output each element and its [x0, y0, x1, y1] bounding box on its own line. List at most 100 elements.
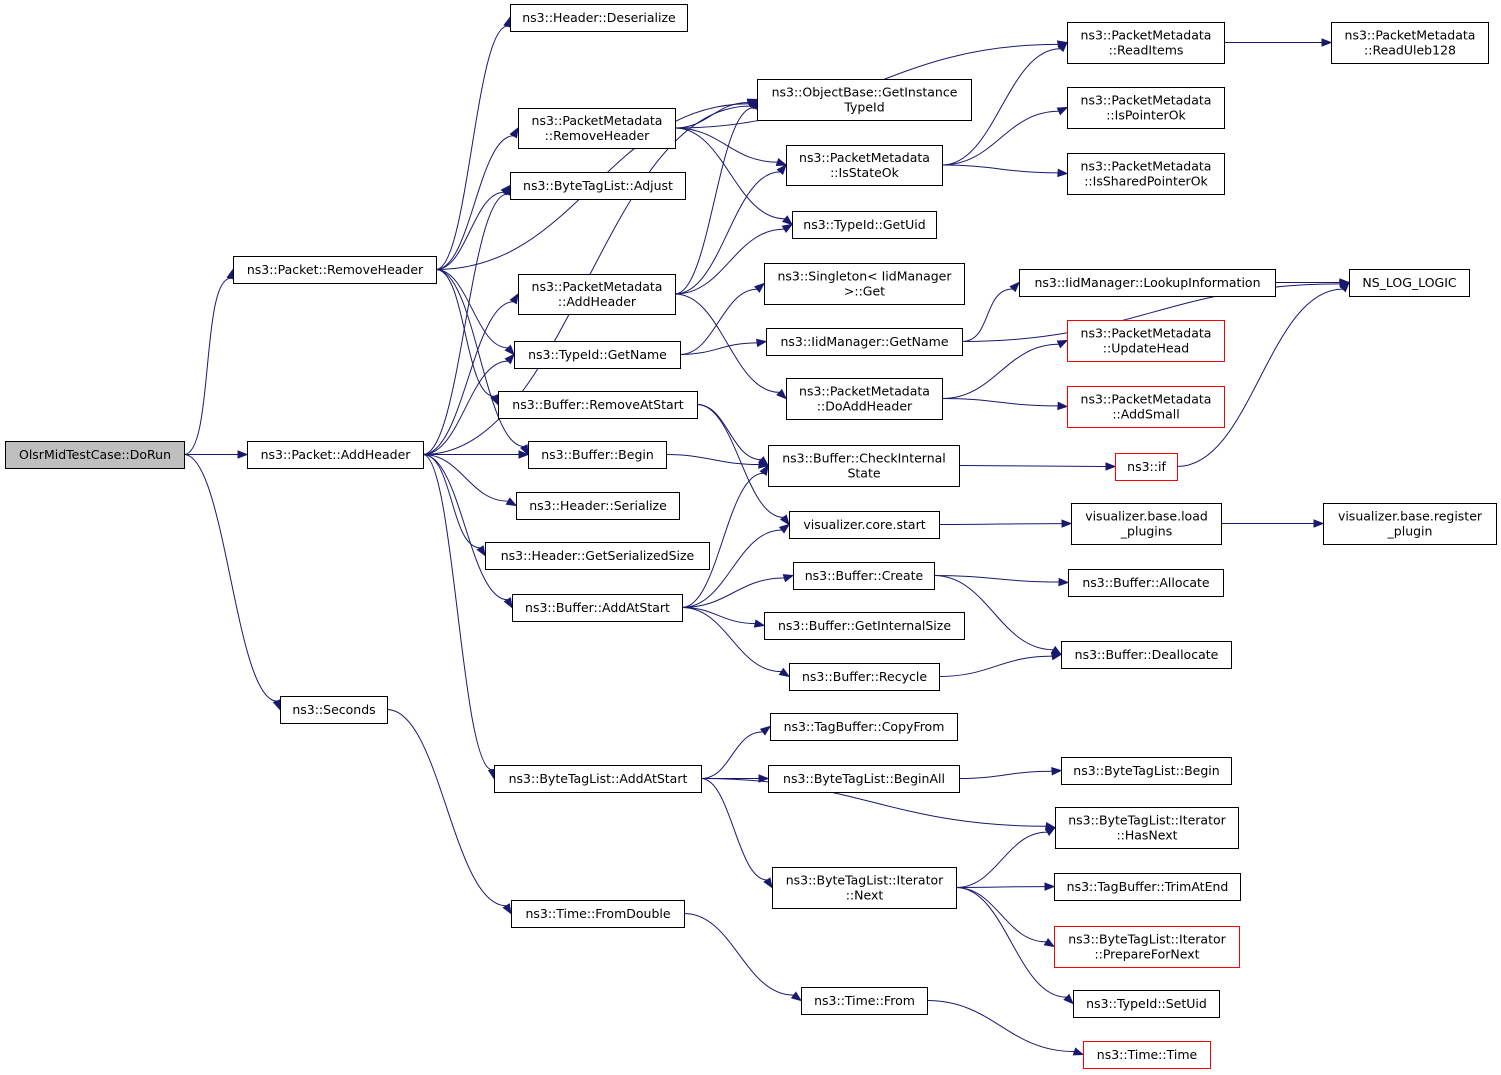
edge-pm_isstateok-to-pm_issharedptrok: [941, 164, 1069, 178]
node-hdr_deser[interactable]: ns3::Header::Deserialize: [510, 4, 688, 32]
node-box: [1083, 1041, 1211, 1069]
edge-pm_add-to-ob_getinst: [674, 98, 758, 295]
node-pm_readitems[interactable]: ns3::PacketMetadata::ReadItems: [1067, 22, 1225, 64]
node-vis_start[interactable]: visualizer.core.start: [789, 511, 940, 539]
arrow-head-icon: [505, 497, 518, 507]
node-box: [1115, 453, 1178, 481]
edge-pm_remove-to-pm_isstateok: [674, 127, 788, 167]
node-vis_register[interactable]: visualizer.base.register_plugin: [1323, 503, 1497, 545]
node-buf_removeatstart[interactable]: ns3::Buffer::RemoveAtStart: [498, 391, 698, 419]
arrow-head-icon: [1057, 168, 1069, 178]
node-label: ns3::Time::FromDouble: [525, 906, 670, 921]
arrow-head-icon: [1057, 41, 1068, 53]
node-btl_adjust[interactable]: ns3::ByteTagList::Adjust: [510, 172, 686, 200]
edge-line: [386, 709, 507, 907]
node-removeheader[interactable]: ns3::Packet::RemoveHeader: [233, 256, 437, 284]
node-vis_loadplugins[interactable]: visualizer.base.load_plugins: [1071, 503, 1222, 545]
edge-line: [665, 454, 760, 466]
node-tid_getname[interactable]: ns3::TypeId::GetName: [514, 341, 681, 369]
edge-line: [700, 778, 1047, 827]
edge-pm_doadd-to-pm_addsmall: [941, 398, 1069, 411]
edge-removeheader-to-pm_remove: [435, 126, 519, 270]
node-addheader[interactable]: ns3::Packet::AddHeader: [247, 441, 424, 469]
node-label: ns3::PacketMetadata: [532, 279, 663, 294]
node-box: [485, 542, 710, 570]
edge-line: [941, 164, 1059, 174]
arrow-head-icon: [1009, 281, 1020, 293]
node-hdr_getsize[interactable]: ns3::Header::GetSerializedSize: [485, 542, 710, 570]
edge-btl_beginall-to-btl_begin: [958, 767, 1063, 779]
arrow-head-icon: [1061, 519, 1073, 528]
node-ns_log_logic[interactable]: NS_LOG_LOGIC: [1349, 269, 1470, 297]
node-tb_copyfrom[interactable]: ns3::TagBuffer::CopyFrom: [770, 713, 958, 741]
node-box: [498, 391, 698, 419]
node-btl_beginall[interactable]: ns3::ByteTagList::BeginAll: [768, 765, 960, 793]
node-time_time[interactable]: ns3::Time::Time: [1083, 1041, 1211, 1069]
edge-line: [681, 577, 785, 608]
node-label: ns3::ByteTagList::AddAtStart: [509, 771, 688, 786]
node-buf_recycle[interactable]: ns3::Buffer::Recycle: [789, 663, 940, 691]
edge-addheader-to-hdr_serialize: [422, 454, 518, 507]
node-pm_isstateok[interactable]: ns3::PacketMetadata::IsStateOk: [786, 145, 943, 186]
arrow-head-icon: [778, 667, 791, 678]
node-label: _plugins: [1120, 524, 1172, 539]
node-buf_begin[interactable]: ns3::Buffer::Begin: [528, 441, 667, 469]
node-pm_add[interactable]: ns3::PacketMetadata::AddHeader: [518, 274, 676, 315]
node-buf_addatstart[interactable]: ns3::Buffer::AddAtStart: [512, 594, 683, 622]
node-dorun[interactable]: OlsrMidTestCase::DoRun: [5, 441, 185, 469]
node-label: >::Get: [844, 284, 885, 299]
arrow-head-icon: [759, 725, 772, 736]
node-label: ns3::IidManager::LookupInformation: [1034, 275, 1260, 290]
node-btl_it_prepare[interactable]: ns3::ByteTagList::Iterator::PrepareForNe…: [1054, 926, 1240, 968]
node-btl_begin[interactable]: ns3::ByteTagList::Begin: [1061, 757, 1232, 785]
arrow-head-icon: [503, 597, 513, 609]
node-btl_it_hasnext[interactable]: ns3::ByteTagList::Iterator::HasNext: [1055, 807, 1239, 849]
node-buf_allocate[interactable]: ns3::Buffer::Allocate: [1068, 569, 1224, 597]
node-time_from[interactable]: ns3::Time::From: [801, 987, 928, 1015]
node-time_fromdouble[interactable]: ns3::Time::FromDouble: [511, 900, 685, 928]
node-pm_remove[interactable]: ns3::PacketMetadata::RemoveHeader: [518, 108, 676, 149]
node-btl_it_next[interactable]: ns3::ByteTagList::Iterator::Next: [772, 867, 957, 909]
edge-line: [1176, 288, 1343, 467]
node-box: [518, 108, 676, 149]
edge-addheader-to-btl_addatstart: [422, 454, 497, 780]
arrow-head-icon: [509, 292, 519, 305]
node-box: [772, 867, 957, 909]
node-seconds[interactable]: ns3::Seconds: [280, 696, 388, 724]
node-pm_readuleb[interactable]: ns3::PacketMetadata::ReadUleb128: [1331, 22, 1489, 64]
node-buf_getinternalsize[interactable]: ns3::Buffer::GetInternalSize: [764, 612, 965, 640]
edge-line: [700, 731, 763, 779]
edge-ns3_if-to-ns_log_logic: [1176, 281, 1350, 467]
edge-seconds-to-time_fromdouble: [386, 709, 512, 915]
arrow-head-icon: [1321, 38, 1333, 47]
node-hdr_serialize[interactable]: ns3::Header::Serialize: [516, 492, 680, 520]
node-btl_addatstart[interactable]: ns3::ByteTagList::AddAtStart: [494, 765, 702, 793]
node-box: [1054, 926, 1240, 968]
arrow-head-icon: [753, 619, 766, 628]
node-pm_doadd[interactable]: ns3::PacketMetadata::DoAddHeader: [786, 378, 943, 420]
edge-dorun-to-removeheader: [183, 268, 235, 455]
node-tid_setuid[interactable]: ns3::TypeId::SetUid: [1073, 990, 1220, 1018]
node-box: [1067, 153, 1225, 195]
node-layer: OlsrMidTestCase::DoRun ns3::Packet::Remov…: [5, 4, 1497, 1069]
arrow-head-icon: [519, 444, 529, 456]
node-pm_updatehead[interactable]: ns3::PacketMetadata::UpdateHead: [1067, 320, 1225, 362]
node-pm_ispointerok[interactable]: ns3::PacketMetadata::IsPointerOk: [1067, 87, 1225, 129]
node-pm_issharedptrok[interactable]: ns3::PacketMetadata::IsSharedPointerOk: [1067, 153, 1225, 195]
node-buf_create[interactable]: ns3::Buffer::Create: [793, 562, 935, 590]
node-buf_deallocate[interactable]: ns3::Buffer::Deallocate: [1061, 641, 1232, 669]
node-tb_trimatend[interactable]: ns3::TagBuffer::TrimAtEnd: [1054, 873, 1241, 901]
node-box: [514, 341, 681, 369]
node-iid_lookup[interactable]: ns3::IidManager::LookupInformation: [1019, 269, 1276, 297]
node-iid_getname[interactable]: ns3::IidManager::GetName: [766, 328, 963, 356]
node-label: visualizer.base.register: [1338, 509, 1483, 524]
node-label: ns3::ByteTagList::Iterator: [786, 873, 944, 888]
node-tid_getuid[interactable]: ns3::TypeId::GetUid: [792, 211, 937, 239]
node-pm_addsmall[interactable]: ns3::PacketMetadata::AddSmall: [1067, 386, 1225, 428]
node-label: ns3::Seconds: [292, 702, 375, 717]
node-ns3_if[interactable]: ns3::if: [1115, 453, 1178, 481]
edge-buf_create-to-buf_allocate: [933, 575, 1070, 587]
node-singleton_get[interactable]: ns3::Singleton< IidManager >::Get: [764, 263, 965, 305]
